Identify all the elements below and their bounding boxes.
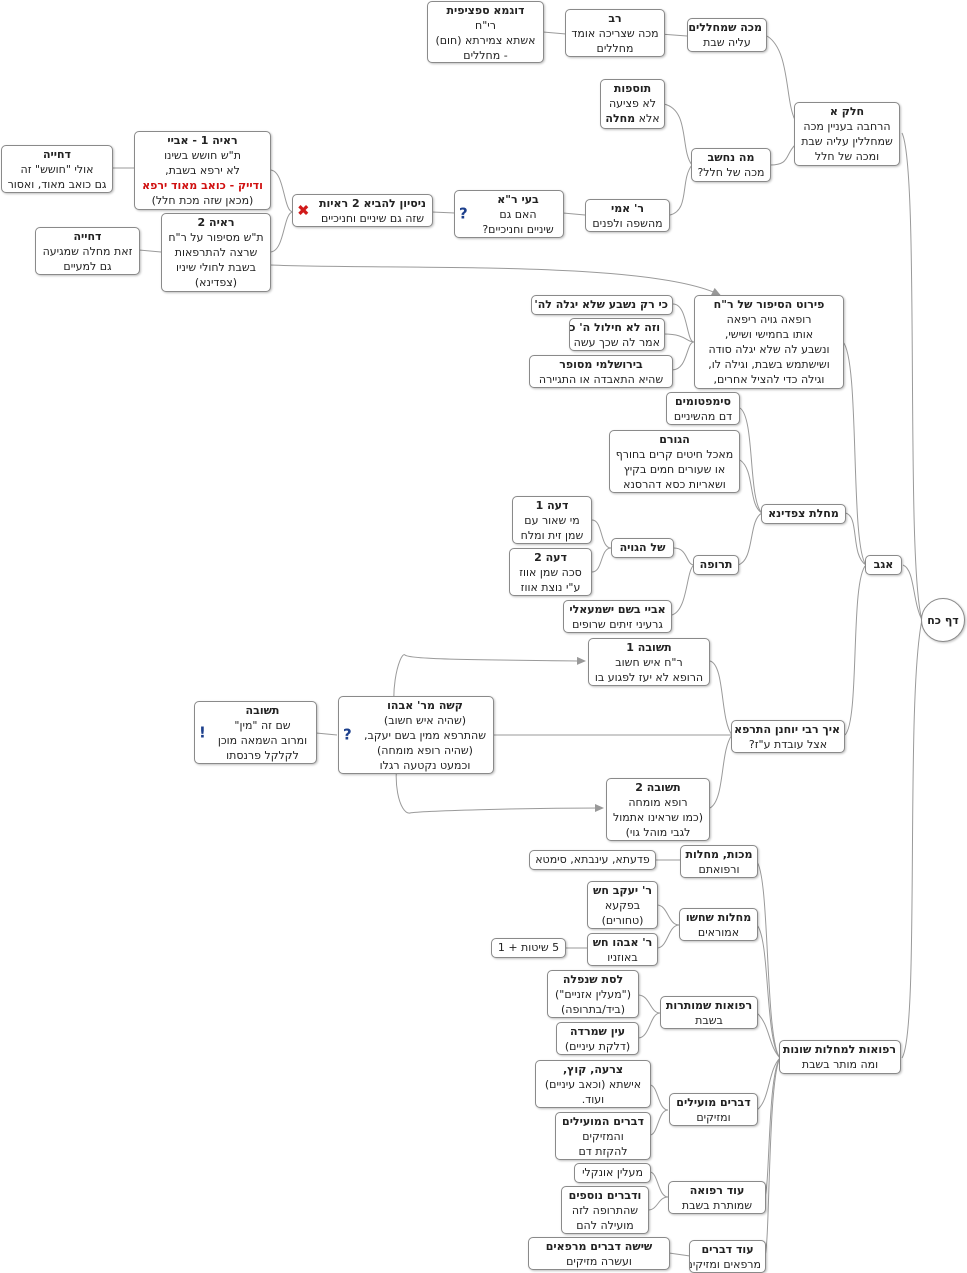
node-only-swore[interactable]: כי רק נשבע שלא יגלה לה'	[531, 295, 673, 315]
node-fallen-jaw[interactable]: לסת שנפלה("מעלין אזניים")(ביד/בתרופה)	[547, 970, 639, 1018]
center-node[interactable]: דף כח	[921, 598, 965, 642]
question-icon: ?	[343, 725, 352, 744]
node-gentile-cure[interactable]: של הגויה	[611, 538, 674, 558]
node-disease-list[interactable]: פדעתא, עינבתא, סימטא	[529, 850, 656, 870]
node-wasp-thorn[interactable]: צרעה, קוץ,אישתא (וכאב עיניים)ועוד.	[535, 1060, 651, 1108]
node-rebelling-eye[interactable]: עין שמרדה(דלקת עיניים)	[556, 1022, 639, 1055]
branch-agav[interactable]: אגב	[865, 555, 902, 575]
node-tzafdina-disease[interactable]: מחלת צפדינא	[761, 504, 846, 524]
question-icon: ?	[459, 204, 468, 223]
cross-icon: ✖	[297, 201, 310, 219]
exclamation-icon: !	[199, 723, 206, 741]
node-cure[interactable]: תרופה	[693, 555, 739, 575]
branch-part-a[interactable]: חלק א הרחבה בעניין מכה שמחללין עליה שבת …	[794, 102, 900, 166]
node-title: חלק א	[829, 105, 865, 118]
node-five-methods[interactable]: 5 שיטות + 1	[491, 938, 566, 958]
node-question-abahu[interactable]: ? קשה מר' אבהו(שהיה איש חשוב)שהתרפא ממין…	[338, 696, 494, 774]
node-onkli[interactable]: מעלין אונקלי	[574, 1163, 651, 1183]
branch-remedies[interactable]: רפואות למחלות שונות ומה מותר בשבת	[779, 1040, 901, 1074]
